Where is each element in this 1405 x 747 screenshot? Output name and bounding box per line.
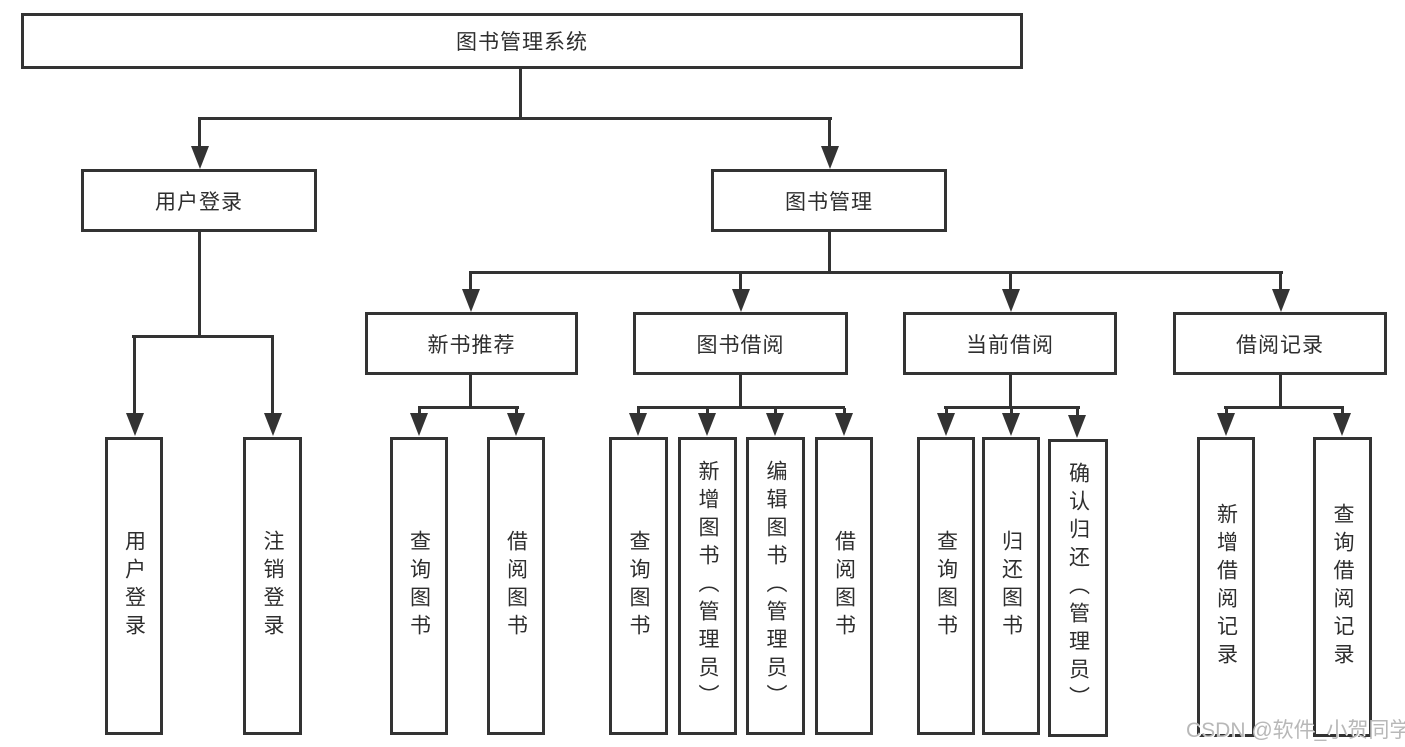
leaf-add-borrow-record: 新增借阅记录: [1197, 437, 1255, 737]
arrowhead-down: [191, 146, 209, 169]
connector-line: [1076, 408, 1079, 415]
leaf-confirm-return-admin: 确认归还（管理员）: [1048, 439, 1108, 737]
leaf-query-books: 查询图书: [609, 437, 668, 735]
connector-line: [1009, 374, 1012, 408]
node-book-borrowing: 图书借阅: [633, 312, 848, 375]
node-library-management-system: 图书管理系统: [21, 13, 1023, 69]
connector-line: [637, 406, 845, 409]
connector-line: [774, 408, 777, 415]
connector-line: [1279, 374, 1282, 408]
arrowhead-down: [264, 413, 282, 436]
arrowhead-down: [698, 413, 716, 436]
node-user-login: 用户登录: [81, 169, 317, 232]
connector-line: [469, 273, 472, 290]
connector-line: [706, 408, 709, 415]
arrowhead-down: [732, 289, 750, 312]
leaf-user-login: 用户登录: [105, 437, 163, 735]
connector-line: [519, 68, 522, 119]
connector-line: [198, 231, 201, 337]
connector-line: [418, 408, 421, 415]
leaf-return-books: 归还图书: [982, 437, 1040, 735]
leaf-edit-books-admin: 编辑图书（管理员）: [746, 437, 805, 735]
arrowhead-down: [1217, 413, 1235, 436]
arrowhead-down: [835, 413, 853, 436]
node-borrowing-records: 借阅记录: [1173, 312, 1387, 375]
leaf-logout: 注销登录: [243, 437, 302, 735]
arrowhead-down: [410, 413, 428, 436]
connector-line: [132, 335, 274, 338]
arrowhead-down: [1002, 413, 1020, 436]
connector-line: [828, 119, 831, 149]
arrowhead-down: [1333, 413, 1351, 436]
arrowhead-down: [1272, 289, 1290, 312]
leaf-query-books: 查询图书: [390, 437, 448, 735]
arrowhead-down: [1002, 289, 1020, 312]
connector-line: [1341, 408, 1344, 415]
connector-line: [1225, 408, 1228, 415]
leaf-query-borrow-record: 查询借阅记录: [1313, 437, 1372, 737]
connector-line: [469, 271, 1283, 274]
connector-line: [198, 117, 832, 120]
connector-line: [469, 374, 472, 408]
arrowhead-down: [507, 413, 525, 436]
csdn-watermark: CSDN @软件_小贺同学: [1186, 719, 1405, 742]
connector-line: [1279, 273, 1282, 290]
arrowhead-down: [937, 413, 955, 436]
connector-line: [739, 273, 742, 290]
connector-line: [198, 119, 201, 149]
connector-line: [828, 231, 831, 273]
arrowhead-down: [462, 289, 480, 312]
connector-line: [1224, 406, 1344, 409]
node-new-book-recommendation: 新书推荐: [365, 312, 578, 375]
node-current-borrowing: 当前借阅: [903, 312, 1117, 375]
connector-line: [739, 374, 742, 408]
connector-line: [515, 408, 518, 415]
connector-line: [843, 408, 846, 415]
connector-line: [944, 406, 1080, 409]
connector-line: [271, 337, 274, 413]
arrowhead-down: [766, 413, 784, 436]
arrowhead-down: [629, 413, 647, 436]
connector-line: [418, 406, 519, 409]
connector-line: [637, 408, 640, 415]
arrowhead-down: [821, 146, 839, 169]
connector-line: [945, 408, 948, 415]
connector-line: [1010, 408, 1013, 415]
arrowhead-down: [126, 413, 144, 436]
leaf-borrow-books: 借阅图书: [487, 437, 545, 735]
connector-line: [1009, 273, 1012, 290]
arrowhead-down: [1068, 415, 1086, 438]
leaf-borrow-books: 借阅图书: [815, 437, 873, 735]
leaf-query-books: 查询图书: [917, 437, 975, 735]
node-book-management: 图书管理: [711, 169, 947, 232]
connector-line: [133, 337, 136, 413]
leaf-add-books-admin: 新增图书（管理员）: [678, 437, 737, 735]
